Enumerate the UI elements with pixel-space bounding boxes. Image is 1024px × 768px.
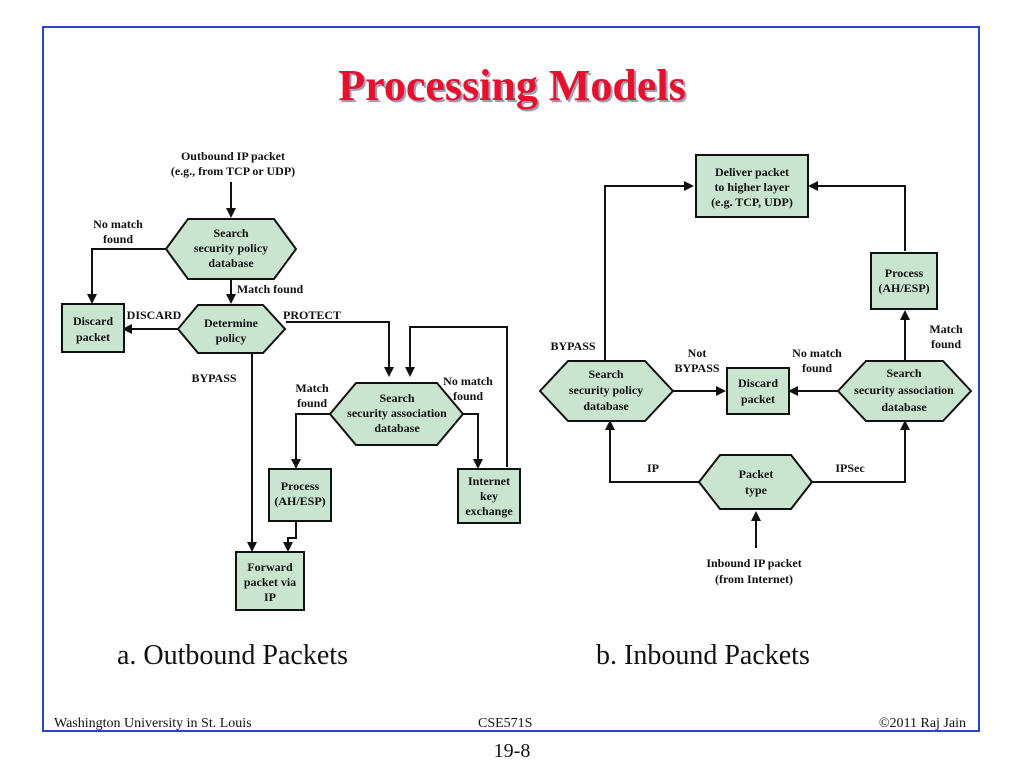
caption-outbound: a. Outbound Packets bbox=[117, 640, 348, 671]
inbound-process-line2: (AH/ESP) bbox=[878, 281, 929, 295]
determine-policy-hexagon bbox=[176, 304, 287, 354]
inbound-no-match-line2: found bbox=[802, 361, 832, 375]
protect-label: PROTECT bbox=[283, 308, 341, 322]
inbound-sad-hexagon bbox=[836, 360, 973, 422]
page-number: 19-8 bbox=[493, 740, 531, 762]
inbound-shapes bbox=[538, 154, 973, 510]
outbound-input-line2: (e.g., from TCP or UDP) bbox=[171, 164, 295, 178]
forward-line1: Forward bbox=[247, 560, 293, 574]
inbound-sad-line1: Search bbox=[886, 366, 921, 380]
determine-line1: Determine bbox=[204, 316, 259, 330]
ip-label: IP bbox=[647, 461, 659, 475]
footer-center: CSE571S bbox=[478, 716, 533, 731]
packet-type-hexagon bbox=[697, 454, 814, 510]
forward-box bbox=[235, 551, 305, 611]
outbound-no-match-line2: found bbox=[103, 232, 133, 246]
inbound-discard-box bbox=[726, 367, 790, 415]
not-bypass-line1: Not bbox=[688, 346, 707, 360]
outbound-match-found: Match found bbox=[237, 282, 304, 296]
inbound-process-box bbox=[870, 252, 938, 310]
outbound-sad-no-match-line2: found bbox=[453, 389, 483, 403]
outbound-sad-line3: database bbox=[374, 421, 420, 435]
inbound-sad-line2: security association bbox=[854, 383, 954, 397]
outbound-sad-line1: Search bbox=[379, 391, 414, 405]
outbound-sad-match-line2: found bbox=[297, 396, 327, 410]
deliver-line2: to higher layer bbox=[714, 180, 790, 194]
inbound-discard-line2: packet bbox=[741, 392, 775, 406]
slide-title: Processing Models bbox=[338, 61, 686, 110]
inbound-spd-line3: database bbox=[583, 399, 629, 413]
ike-line3: exchange bbox=[465, 504, 513, 518]
outbound-process-line2: (AH/ESP) bbox=[274, 494, 325, 508]
packet-type-line2: type bbox=[745, 483, 768, 497]
outbound-sad-hexagon bbox=[328, 382, 465, 446]
inbound-match-line2: found bbox=[931, 337, 961, 351]
inbound-spd-hexagon bbox=[538, 360, 675, 422]
determine-line2: policy bbox=[216, 331, 247, 345]
inbound-discard-line1: Discard bbox=[738, 376, 778, 390]
not-bypass-line2: BYPASS bbox=[674, 361, 719, 375]
footer-right: ©2011 Raj Jain bbox=[878, 716, 966, 731]
outbound-spd-hexagon bbox=[164, 218, 298, 280]
outbound-input-line1: Outbound IP packet bbox=[181, 149, 285, 163]
outbound-labels: Outbound IP packet (e.g., from TCP or UD… bbox=[73, 149, 513, 604]
inbound-labels: Deliver packet to higher layer (e.g. TCP… bbox=[550, 165, 963, 586]
forward-line3: IP bbox=[264, 590, 276, 604]
deliver-line1: Deliver packet bbox=[715, 165, 789, 179]
ike-line1: Internet bbox=[468, 474, 510, 488]
ike-line2: key bbox=[480, 489, 498, 503]
deliver-box bbox=[695, 154, 809, 218]
outbound-sad-no-match-line1: No match bbox=[443, 374, 493, 388]
outbound-discard-line2: packet bbox=[76, 330, 110, 344]
caption-inbound: b. Inbound Packets bbox=[596, 640, 810, 671]
inbound-process-line1: Process bbox=[885, 266, 924, 280]
inbound-diagram bbox=[604, 181, 910, 548]
footer-left: Washington University in St. Louis bbox=[54, 716, 252, 731]
outbound-no-match-line1: No match bbox=[93, 217, 143, 231]
inbound-match-line1: Match bbox=[929, 322, 963, 336]
outbound-spd-line2: security policy bbox=[194, 241, 268, 255]
ike-box bbox=[457, 468, 521, 524]
inbound-sad-line3: database bbox=[881, 400, 927, 414]
outbound-process-line1: Process bbox=[281, 479, 320, 493]
outbound-bypass-label: BYPASS bbox=[191, 371, 236, 385]
inbound-input-line2: (from Internet) bbox=[715, 572, 793, 586]
inbound-spd-line2: security policy bbox=[569, 383, 643, 397]
outbound-diagram bbox=[87, 182, 508, 552]
inbound-input-line1: Inbound IP packet bbox=[706, 556, 801, 570]
outbound-sad-line2: security association bbox=[347, 406, 447, 420]
deliver-line3: (e.g. TCP, UDP) bbox=[711, 195, 793, 209]
inbound-spd-line1: Search bbox=[588, 367, 623, 381]
packet-type-line1: Packet bbox=[739, 467, 774, 481]
forward-line2: packet via bbox=[244, 575, 296, 589]
inbound-bypass-label: BYPASS bbox=[550, 339, 595, 353]
ipsec-label: IPSec bbox=[835, 461, 865, 475]
discard-label: DISCARD bbox=[127, 308, 182, 322]
outbound-spd-line1: Search bbox=[213, 226, 248, 240]
outbound-shapes bbox=[61, 218, 521, 611]
outbound-sad-match-line1: Match bbox=[295, 381, 329, 395]
outbound-discard-box bbox=[61, 303, 125, 353]
outbound-process-box bbox=[268, 468, 332, 522]
outbound-discard-line1: Discard bbox=[73, 314, 113, 328]
outbound-spd-line3: database bbox=[208, 256, 254, 270]
slide-frame bbox=[42, 26, 980, 732]
inbound-no-match-line1: No match bbox=[792, 346, 842, 360]
